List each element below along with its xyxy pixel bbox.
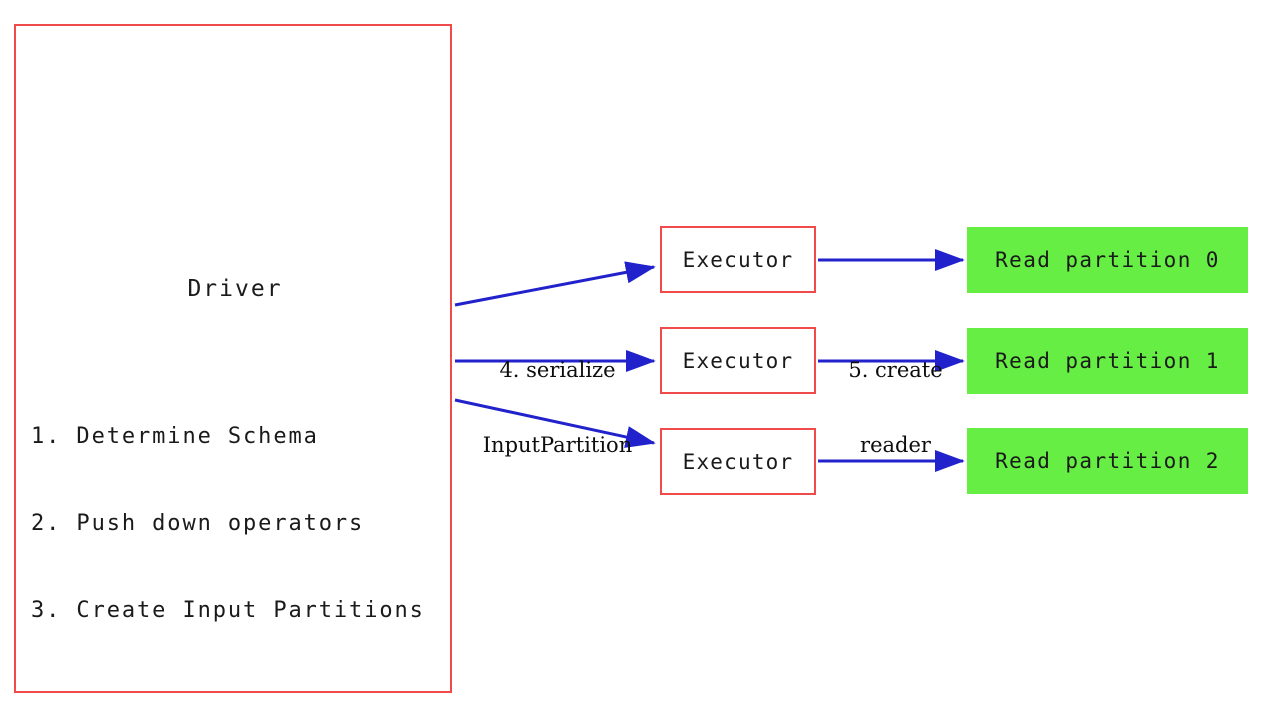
partition-box-1: Read partition 1 [967,328,1248,394]
edge-label-create-reader: 5. create reader [818,308,973,508]
executor-label-2: Executor [682,449,794,474]
executor-box-2: Executor [660,428,816,495]
executor-label-1: Executor [682,348,794,373]
arrow-driver-to-executor-0 [454,261,656,307]
partition-label-1: Read partition 1 [995,349,1220,373]
driver-step-1: 1. Determine Schema [31,424,319,449]
executor-box-0: Executor [660,226,816,293]
edge-label-create-reader-line-2: reader [860,433,931,457]
partition-label-0: Read partition 0 [995,248,1220,272]
driver-box: Driver 1. Determine Schema 2. Push down … [14,24,452,693]
edge-label-serialize-line-1: 4. serialize [499,358,616,382]
driver-title: Driver [187,276,283,302]
driver-step-3: 3. Create Input Partitions [31,598,425,623]
edge-label-serialize-line-2: InputPartition [482,433,633,457]
partition-label-2: Read partition 2 [995,449,1220,473]
executor-label-0: Executor [682,247,794,272]
partition-box-2: Read partition 2 [967,428,1248,494]
driver-steps-list: 1. Determine Schema 2. Push down operato… [31,364,451,683]
driver-step-2: 2. Push down operators [31,511,365,536]
executor-box-1: Executor [660,327,816,394]
edge-label-create-reader-line-1: 5. create [848,358,943,382]
partition-box-0: Read partition 0 [967,227,1248,293]
edge-label-serialize: 4. serialize InputPartition [455,308,660,508]
